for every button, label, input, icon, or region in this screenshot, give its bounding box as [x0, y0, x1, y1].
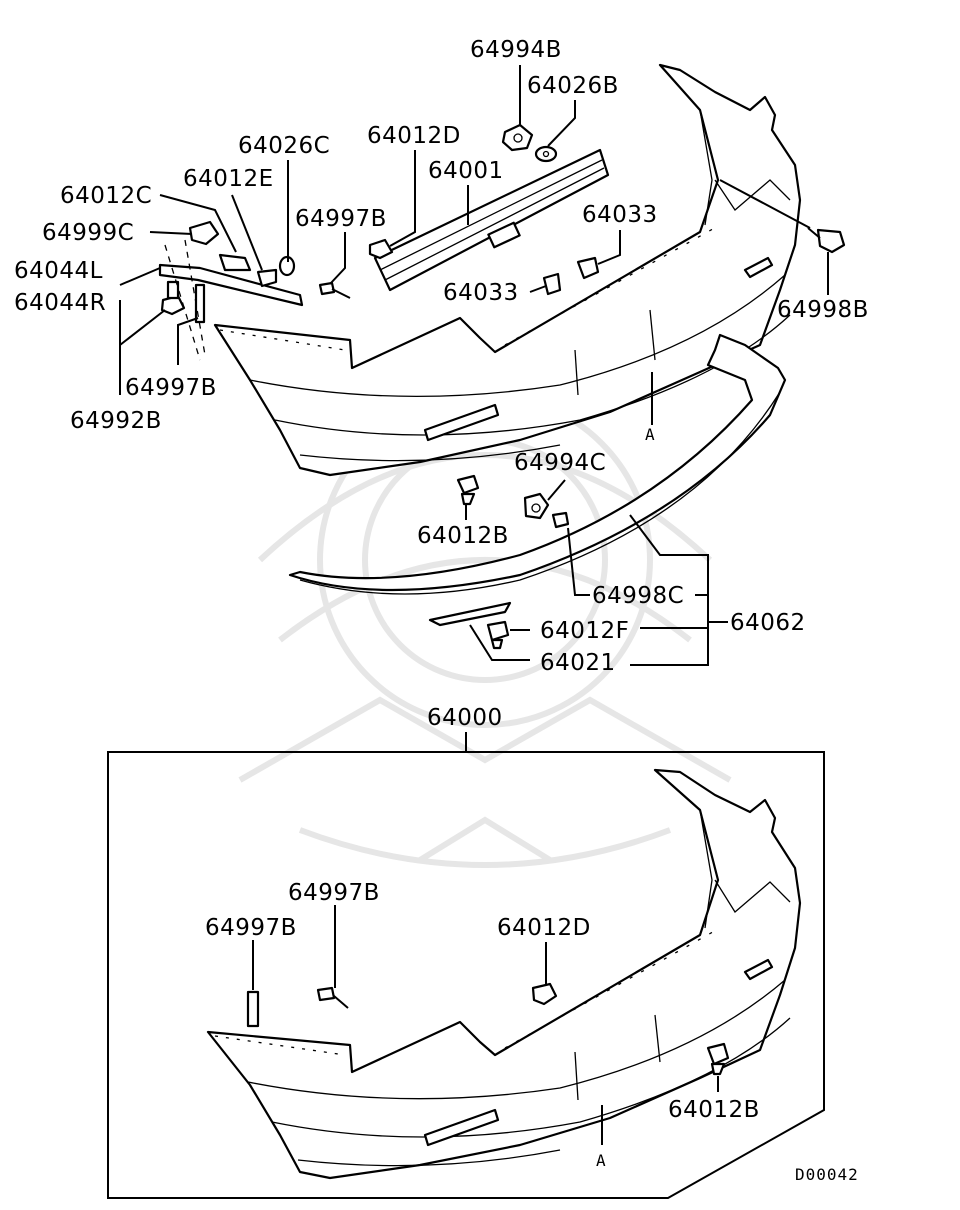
label-A-box: A	[596, 1151, 607, 1170]
rivet-64997B-box-mid	[316, 986, 349, 1009]
assembly-64000-box	[107, 751, 825, 1199]
label-64033-right: 64033	[582, 202, 658, 228]
diagram-code: D00042	[795, 1165, 859, 1184]
label-64001: 64001	[428, 158, 504, 184]
label-64026C: 64026C	[238, 133, 330, 159]
clip-64999C	[188, 220, 220, 246]
label-64997B-mid: 64997B	[125, 375, 217, 401]
bracket-dash-lines	[164, 239, 206, 361]
clip-64012E	[256, 268, 278, 288]
clip-64033-right	[576, 256, 600, 280]
label-64994C: 64994C	[514, 450, 606, 476]
bracket-64021	[428, 601, 512, 627]
label-64997B-box-left: 64997B	[205, 915, 297, 941]
rivet-64997B-box-left	[246, 990, 260, 1028]
rivet-64997B-top	[318, 281, 351, 299]
label-64021: 64021	[540, 650, 616, 676]
label-64000: 64000	[427, 705, 503, 731]
label-64012E: 64012E	[183, 166, 274, 192]
bumper-moulding-strip	[288, 333, 787, 595]
label-64026B: 64026B	[527, 73, 619, 99]
fastener-64994B	[501, 123, 534, 152]
bumper-cover-top	[213, 63, 802, 477]
label-64012D-box: 64012D	[497, 915, 591, 941]
label-64997B-box-mid: 64997B	[288, 880, 380, 906]
label-64012B-box: 64012B	[668, 1097, 760, 1123]
screw-64998C	[551, 511, 570, 529]
washer-64026B	[534, 145, 558, 163]
label-64998B: 64998B	[777, 297, 869, 323]
clip-64033-left	[542, 272, 562, 296]
clip-64012B-box	[706, 1042, 730, 1076]
label-64012D-top: 64012D	[367, 123, 461, 149]
clip-64012D-box	[531, 982, 558, 1006]
rivet-64997B-mid	[194, 283, 206, 324]
label-64998C: 64998C	[592, 583, 684, 609]
leader-lines-lower	[252, 905, 719, 1145]
label-64992B: 64992B	[70, 408, 162, 434]
screw-64998B	[807, 227, 846, 254]
clip-64994C	[523, 492, 550, 520]
reinforcement-bar	[373, 148, 610, 292]
leader-lines-upper	[119, 65, 829, 666]
label-64012C: 64012C	[60, 183, 152, 209]
clip-64012F	[486, 620, 510, 650]
label-A-top: A	[645, 425, 656, 444]
bracket-64044	[158, 253, 304, 307]
label-64044R: 64044R	[14, 290, 106, 316]
label-64994B: 64994B	[470, 37, 562, 63]
bumper-cover-assembly	[206, 768, 802, 1180]
label-64999C: 64999C	[42, 220, 134, 246]
label-64012B-top: 64012B	[417, 523, 509, 549]
label-64012F: 64012F	[540, 618, 629, 644]
label-64062: 64062	[730, 610, 806, 636]
bolt-64992B	[160, 280, 186, 316]
label-64997B-top: 64997B	[295, 206, 387, 232]
label-64033-left: 64033	[443, 280, 519, 306]
label-64044L: 64044L	[14, 258, 103, 284]
clip-64012B-top	[456, 474, 480, 506]
clip-64012D-top	[368, 238, 394, 260]
